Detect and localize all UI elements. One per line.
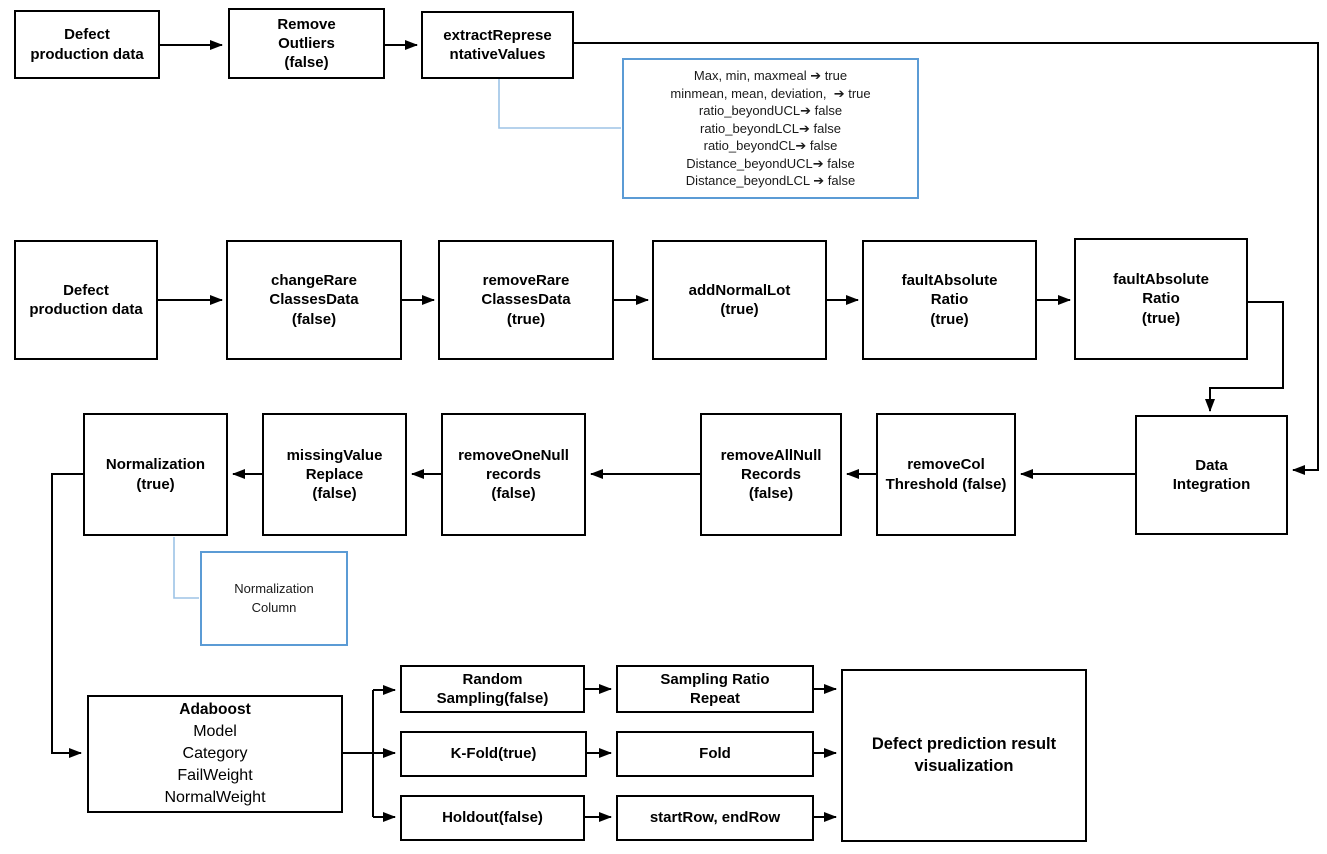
- node-holdout: Holdout(false): [400, 795, 585, 841]
- node-label: removeAllNull Records (false): [720, 446, 822, 503]
- node-label: Fold: [699, 745, 731, 763]
- callout-label: Normalization Column: [234, 580, 314, 615]
- node-random-sampling: Random Sampling(false): [400, 665, 585, 713]
- node-label: faultAbsolute Ratio (true): [901, 272, 998, 328]
- arrow-normalization-to-adaboost: [51, 473, 83, 758]
- arrow-fault-to-integration: [1205, 301, 1284, 412]
- model-params: Model Category FailWeight NormalWeight: [164, 723, 266, 806]
- node-sampling-ratio-repeat: Sampling Ratio Repeat: [616, 665, 814, 713]
- node-fault-absolute-ratio-1: faultAbsolute Ratio (true): [862, 240, 1037, 360]
- node-label: Remove Outliers (false): [277, 15, 336, 72]
- node-defect-production-data-1: Defect production data: [14, 10, 160, 79]
- node-extract-representative-values: extractReprese ntativeValues: [421, 11, 574, 79]
- node-label: faultAbsolute Ratio (true): [1113, 271, 1209, 327]
- node-data-integration: Data Integration: [1135, 415, 1288, 535]
- node-label: Defect prediction result visualization: [871, 735, 1057, 775]
- node-label: Defect production data: [30, 26, 144, 63]
- node-label: startRow, endRow: [649, 809, 781, 827]
- node-remove-rare-classes-data: removeRare ClassesData (true): [438, 240, 614, 360]
- node-label: missingValue Replace (false): [286, 446, 383, 503]
- model-title: Adaboost: [179, 701, 251, 718]
- node-remove-all-null-records: removeAllNull Records (false): [700, 413, 842, 536]
- node-label: Defect production data: [29, 281, 143, 318]
- node-normalization: Normalization (true): [83, 413, 228, 536]
- node-label: removeOneNull records (false): [458, 446, 569, 503]
- node-label: removeCol Threshold (false): [885, 456, 1007, 493]
- callout-normalization-column: Normalization Column: [200, 551, 348, 646]
- callout-line-extract: [498, 79, 621, 129]
- param-line: ratio_beyondUCL➔ false: [698, 103, 843, 119]
- node-label: removeRare ClassesData (true): [481, 272, 571, 328]
- node-remove-col-threshold: removeCol Threshold (false): [876, 413, 1016, 536]
- callout-extract-parameters: Max, min, maxmeal ➔ true minmean, mean, …: [622, 58, 919, 199]
- node-adaboost-model: Adaboost Model Category FailWeight Norma…: [87, 695, 343, 813]
- node-label: Sampling Ratio Repeat: [660, 670, 770, 707]
- node-fold: Fold: [616, 731, 814, 777]
- node-add-normal-lot: addNormalLot (true): [652, 240, 827, 360]
- node-label: K-Fold(true): [450, 745, 537, 763]
- line-adaboost-branch: [343, 690, 374, 817]
- node-label: changeRare ClassesData (false): [269, 272, 359, 328]
- param-line: Distance_beyondLCL ➔ false: [685, 173, 856, 189]
- node-label: Data Integration: [1172, 456, 1251, 493]
- node-label: addNormalLot (true): [688, 281, 791, 318]
- param-line: Distance_beyondUCL➔ false: [686, 155, 855, 171]
- node-fault-absolute-ratio-2: faultAbsolute Ratio (true): [1074, 238, 1248, 360]
- arrow-extract-to-integration: [574, 42, 1319, 475]
- param-line: ratio_beyondCL➔ false: [703, 138, 838, 154]
- node-remove-one-null-records: removeOneNull records (false): [441, 413, 586, 536]
- node-defect-prediction-result-visualization: Defect prediction result visualization: [841, 669, 1087, 842]
- param-line: ratio_beyondLCL➔ false: [700, 120, 841, 136]
- node-label: Holdout(false): [442, 809, 543, 827]
- node-k-fold: K-Fold(true): [400, 731, 587, 777]
- param-line: minmean, mean, deviation, ➔ true: [670, 85, 871, 101]
- node-remove-outliers: Remove Outliers (false): [228, 8, 385, 79]
- node-label: extractReprese ntativeValues: [443, 26, 552, 63]
- node-defect-production-data-2: Defect production data: [14, 240, 158, 360]
- param-line: Max, min, maxmeal ➔ true: [693, 68, 848, 84]
- node-label: Random Sampling(false): [436, 670, 549, 707]
- node-change-rare-classes-data: changeRare ClassesData (false): [226, 240, 402, 360]
- callout-line-normalization: [173, 537, 199, 599]
- node-missing-value-replace: missingValue Replace (false): [262, 413, 407, 536]
- node-startrow-endrow: startRow, endRow: [616, 795, 814, 841]
- node-label: Normalization (true): [105, 456, 206, 493]
